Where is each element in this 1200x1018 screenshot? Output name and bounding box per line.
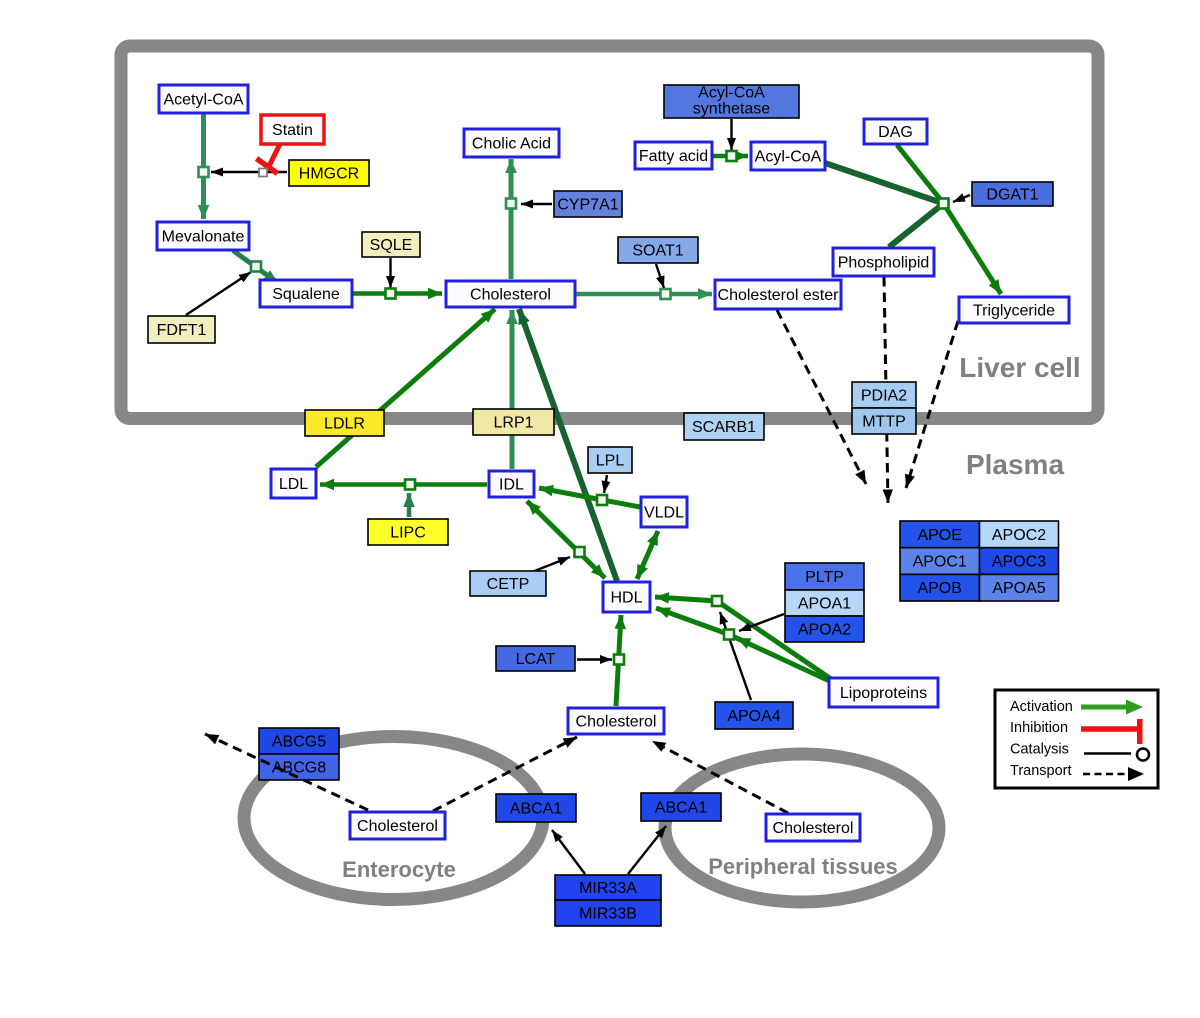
svg-text:Mevalonate: Mevalonate	[162, 229, 245, 246]
svg-text:APOA2: APOA2	[798, 622, 851, 639]
svg-text:Plasma: Plasma	[966, 449, 1064, 480]
svg-text:SOAT1: SOAT1	[632, 243, 683, 260]
svg-text:APOC2: APOC2	[992, 527, 1046, 544]
svg-text:APOE: APOE	[917, 527, 961, 544]
svg-text:Peripheral tissues: Peripheral tissues	[708, 854, 898, 879]
svg-text:Triglyceride: Triglyceride	[973, 303, 1055, 320]
svg-text:APOC3: APOC3	[992, 554, 1046, 571]
svg-text:Cholesterol ester: Cholesterol ester	[718, 287, 840, 304]
svg-text:Transport: Transport	[1010, 763, 1072, 779]
svg-text:HMGCR: HMGCR	[299, 166, 359, 183]
svg-text:PLTP: PLTP	[805, 569, 844, 586]
svg-text:Catalysis: Catalysis	[1010, 742, 1069, 758]
svg-text:HDL: HDL	[610, 590, 642, 607]
svg-text:synthetase: synthetase	[693, 101, 770, 118]
svg-text:Cholic Acid: Cholic Acid	[472, 136, 551, 153]
svg-text:CETP: CETP	[487, 576, 530, 593]
svg-text:Squalene: Squalene	[272, 286, 340, 303]
svg-text:Lipoproteins: Lipoproteins	[840, 685, 927, 702]
svg-text:SCARB1: SCARB1	[692, 419, 756, 436]
svg-text:APOA4: APOA4	[727, 708, 780, 725]
svg-text:LPL: LPL	[596, 453, 625, 470]
svg-text:LDLR: LDLR	[324, 416, 365, 433]
svg-text:LDL: LDL	[279, 476, 308, 493]
svg-text:Cholesterol: Cholesterol	[773, 820, 854, 837]
svg-text:VLDL: VLDL	[644, 505, 684, 522]
svg-text:CYP7A1: CYP7A1	[557, 197, 618, 214]
svg-text:MTTP: MTTP	[862, 414, 906, 431]
svg-text:DGAT1: DGAT1	[986, 187, 1038, 204]
svg-text:PDIA2: PDIA2	[861, 388, 907, 405]
svg-text:APOC1: APOC1	[913, 554, 967, 571]
svg-text:Statin: Statin	[272, 122, 313, 139]
svg-text:SQLE: SQLE	[370, 237, 413, 254]
svg-text:ABCG8: ABCG8	[272, 760, 326, 777]
svg-text:Liver cell: Liver cell	[959, 352, 1080, 383]
svg-text:Activation: Activation	[1010, 699, 1073, 715]
svg-text:DAG: DAG	[878, 124, 913, 141]
svg-text:APOA1: APOA1	[798, 596, 851, 613]
svg-text:FDFT1: FDFT1	[157, 322, 207, 339]
svg-text:LCAT: LCAT	[516, 651, 556, 668]
svg-text:Cholesterol: Cholesterol	[470, 287, 551, 304]
svg-text:Enterocyte: Enterocyte	[342, 857, 456, 882]
svg-text:IDL: IDL	[499, 477, 524, 494]
svg-text:Acyl-CoA: Acyl-CoA	[698, 85, 765, 102]
svg-text:ABCG5: ABCG5	[272, 734, 326, 751]
svg-text:MIR33B: MIR33B	[579, 906, 637, 923]
svg-text:Cholesterol: Cholesterol	[357, 818, 438, 835]
svg-text:ABCA1: ABCA1	[510, 801, 563, 818]
svg-text:Cholesterol: Cholesterol	[576, 714, 657, 731]
svg-text:LIPC: LIPC	[390, 525, 426, 542]
svg-text:APOB: APOB	[917, 580, 961, 597]
svg-text:Acetyl-CoA: Acetyl-CoA	[163, 92, 243, 109]
svg-text:Fatty acid: Fatty acid	[639, 148, 708, 165]
svg-text:Inhibition: Inhibition	[1010, 720, 1068, 736]
svg-text:MIR33A: MIR33A	[579, 880, 637, 897]
svg-text:Acyl-CoA: Acyl-CoA	[755, 149, 822, 166]
svg-text:LRP1: LRP1	[493, 415, 533, 432]
svg-text:Phospholipid: Phospholipid	[838, 255, 930, 272]
svg-text:APOA5: APOA5	[992, 580, 1045, 597]
svg-text:ABCA1: ABCA1	[655, 800, 708, 817]
